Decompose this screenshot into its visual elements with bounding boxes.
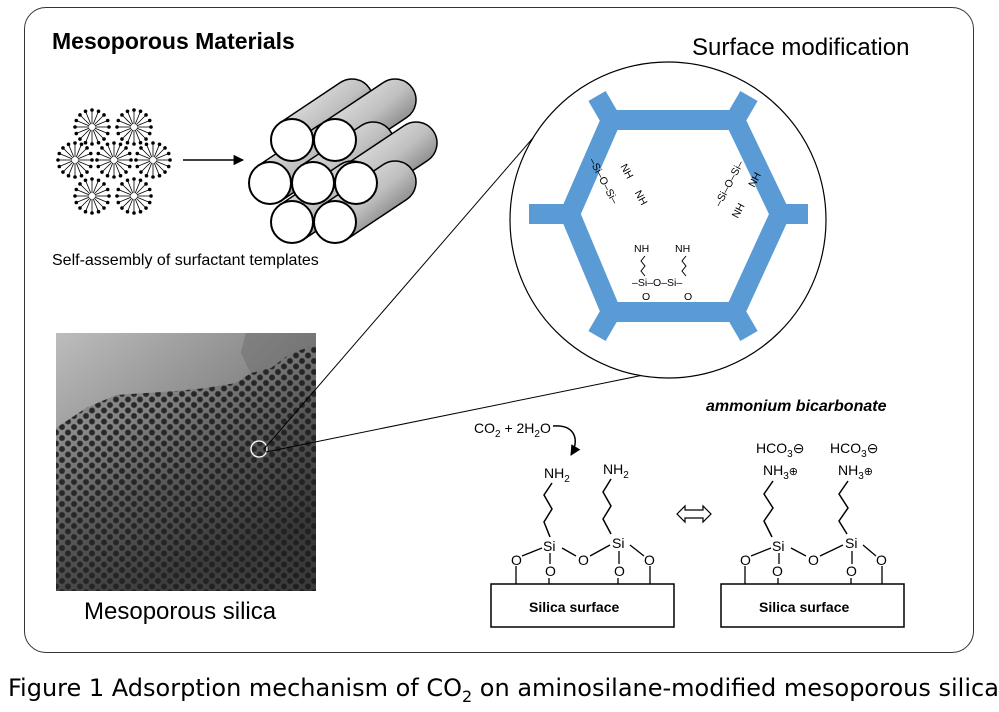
right-hco3-1: HCO3⊖ [756, 440, 804, 460]
micelle [115, 108, 153, 146]
zoom-line-bottom [265, 367, 679, 453]
silica-hexagon-wall [529, 90, 808, 342]
equilibrium-arrow [676, 504, 712, 524]
tube-opening [291, 161, 335, 205]
co2-water-reagent: CO2 + 2H2O [474, 420, 551, 440]
zoom-line-top [263, 123, 546, 450]
caption-suffix: on aminosilane-modified mesoporous silic… [472, 674, 999, 702]
left-silica-surface [490, 583, 675, 628]
left-o-3: O [644, 552, 655, 568]
right-si-2: Si [845, 535, 857, 551]
pore-o-label-2: O [684, 291, 692, 303]
bicarbonate-surface-structure: HCO3⊖ HCO3⊖ NH3⊕ NH3⊕ Si Si O O O O O Si… [720, 440, 905, 628]
mesoporous-silica-label: Mesoporous silica [84, 598, 277, 625]
pore-o-label-1: O [642, 291, 650, 303]
tube-opening [270, 200, 314, 244]
left-si-1: Si [543, 538, 555, 554]
right-silica-surface [720, 583, 905, 628]
right-o-3: O [876, 552, 887, 568]
tem-micrograph-image [56, 333, 316, 591]
tube-opening [248, 161, 292, 205]
micelle [115, 177, 153, 215]
figure-frame [24, 7, 974, 653]
pore-nh2-label-1: NH [634, 243, 649, 255]
micelle [73, 108, 111, 146]
left-nh2-2: NH2 [603, 461, 629, 481]
reaction-arrow [552, 425, 581, 456]
tube-opening [313, 200, 357, 244]
right-nh3-2: NH3⊕ [838, 462, 873, 482]
micelle [134, 141, 172, 179]
micelle [56, 141, 94, 179]
figure-title: Mesoporous Materials [52, 28, 295, 54]
micrograph-background [56, 333, 316, 591]
left-o-2: O [578, 552, 589, 568]
micelle [73, 177, 111, 215]
amine-surface-structure: NH2 NH2 Si Si O O O O O Silica surface [490, 461, 675, 628]
pore-chain-1 [640, 255, 646, 277]
surfactant-micelles [56, 108, 172, 215]
ammonium-bicarbonate-label: ammonium bicarbonate [706, 398, 887, 415]
right-nh3-1: NH3⊕ [763, 462, 798, 482]
pore-bridge-text: –Si–O–Si– [632, 277, 682, 289]
left-silica-surface-label: Silica surface [529, 599, 619, 615]
mesopore-tube-bundle [248, 78, 438, 244]
left-o-1: O [511, 552, 522, 568]
figure-caption: Figure 1 Adsorption mechanism of CO2 on … [8, 674, 999, 706]
left-o-5: O [614, 563, 625, 579]
right-o-5: O [846, 563, 857, 579]
left-si-2: Si [612, 535, 624, 551]
tube-opening [313, 118, 357, 162]
tube-opening [270, 118, 314, 162]
right-silica-surface-label: Silica surface [759, 599, 849, 615]
tube-opening [334, 161, 378, 205]
self-assembly-label: Self-assembly of surfactant templates [52, 252, 319, 269]
surface-modification-title: Surface modification [692, 34, 910, 61]
caption-subscript: 2 [461, 686, 473, 706]
right-o-2: O [808, 552, 819, 568]
right-hco3-2: HCO3⊖ [830, 440, 878, 460]
right-o-1: O [740, 552, 751, 568]
micelle [95, 141, 133, 179]
right-o-4: O [772, 563, 783, 579]
pore-chain-2 [681, 255, 687, 277]
pore-nh2-label-2: NH [675, 243, 690, 255]
right-si-1: Si [772, 538, 784, 554]
left-o-4: O [545, 563, 556, 579]
caption-prefix: Figure 1 Adsorption mechanism of CO [8, 674, 462, 702]
left-nh2-1: NH2 [544, 465, 570, 485]
